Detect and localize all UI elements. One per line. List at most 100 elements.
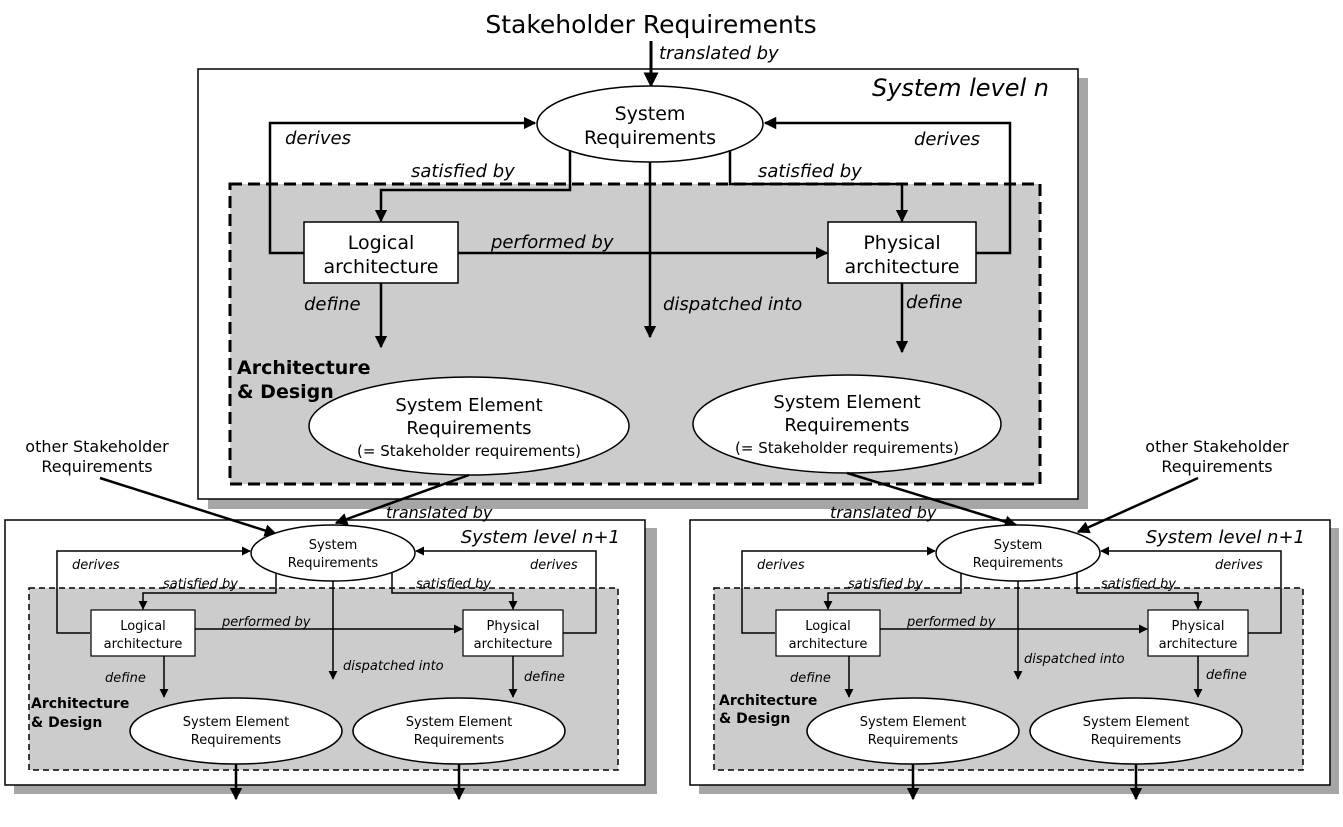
- left-logical-architecture-box: [90, 609, 196, 657]
- right-derives-right-label: derives: [1215, 558, 1263, 573]
- left-define-left-label: define: [105, 671, 146, 686]
- right-system-requirements-node: [935, 524, 1101, 582]
- left-element-a-line2: Requirements: [191, 733, 282, 748]
- left-other-stakeholder-arrow: [99, 476, 278, 537]
- right-dispatched-into-label: dispatched into: [1024, 652, 1125, 667]
- right-derives-left-label: derives: [757, 558, 805, 573]
- arch-design-label-line1: Architecture: [237, 357, 370, 379]
- left-system-requirements-line2: Requirements: [288, 556, 379, 571]
- right-logical-line1: Logical: [805, 619, 851, 634]
- translated-by-label: translated by: [659, 43, 779, 64]
- system-level-n: System level n translated by System Requ…: [197, 41, 1088, 509]
- right-element-a-line1: System Element: [860, 715, 966, 730]
- left-satisfied-by-right-label: satisfied by: [416, 577, 491, 592]
- left-other-stakeholder-line2: Requirements: [41, 457, 152, 476]
- left-level-label: System level n+1: [461, 527, 620, 548]
- right-element-a-line2: Requirements: [868, 733, 959, 748]
- left-performed-by-label: performed by: [221, 615, 311, 630]
- performed-by-label: performed by: [490, 232, 614, 253]
- left-satisfied-by-left-label: satisfied by: [163, 577, 238, 592]
- right-logical-architecture-box: [775, 609, 881, 657]
- left-satisfied-by-left-arrow: [138, 573, 277, 610]
- arch-design-label-line2: & Design: [237, 381, 334, 403]
- left-translated-by-arrow: [334, 473, 470, 526]
- define-left-label: define: [304, 294, 361, 315]
- logical-architecture-line1: Logical: [348, 232, 415, 254]
- right-element-requirements-a: [806, 697, 1020, 765]
- left-translated-by-label: translated by: [386, 503, 493, 522]
- right-derives-right-arrow: [1100, 546, 1282, 634]
- satisfied-by-right-arrow: [728, 150, 909, 223]
- physical-architecture-line2: architecture: [845, 256, 960, 278]
- diagram-title: Stakeholder Requirements: [485, 10, 816, 39]
- right-physical-line2: architecture: [1159, 637, 1238, 652]
- element-right-line1: System Element: [773, 392, 920, 413]
- dispatched-into-label: dispatched into: [663, 294, 802, 315]
- left-derives-right-label: derives: [530, 558, 578, 573]
- right-element-b-line2: Requirements: [1091, 733, 1182, 748]
- satisfied-by-right-label: satisfied by: [758, 161, 862, 182]
- right-arch-design-line1: Architecture: [719, 693, 817, 709]
- right-element-b-line1: System Element: [1083, 715, 1189, 730]
- logical-architecture-line2: architecture: [324, 256, 439, 278]
- right-physical-line1: Physical: [1172, 619, 1225, 634]
- derives-left-arrow: [268, 116, 537, 255]
- physical-architecture-box: [827, 221, 977, 284]
- element-left-line2: Requirements: [406, 418, 531, 439]
- right-system-requirements-line1: System: [994, 538, 1042, 553]
- left-arch-design-line2: & Design: [31, 715, 102, 731]
- left-element-requirements-a: [129, 697, 343, 765]
- left-physical-line2: architecture: [474, 637, 553, 652]
- satisfied-by-left-label: satisfied by: [411, 161, 515, 182]
- element-left-line1: System Element: [395, 395, 542, 416]
- left-derives-left-label: derives: [72, 558, 120, 573]
- right-translated-by-label: translated by: [830, 503, 937, 522]
- physical-architecture-line1: Physical: [863, 232, 940, 254]
- left-satisfied-by-right-arrow: [391, 573, 518, 610]
- system-requirements-line1: System: [615, 103, 686, 125]
- left-logical-line2: architecture: [104, 637, 183, 652]
- right-performed-by-label: performed by: [906, 615, 996, 630]
- right-other-stakeholder-line1: other Stakeholder: [1145, 437, 1289, 456]
- left-other-stakeholder-line1: other Stakeholder: [25, 437, 169, 456]
- left-system-requirements-line1: System: [309, 538, 357, 553]
- left-element-a-line1: System Element: [183, 715, 289, 730]
- logical-architecture-box: [303, 221, 459, 284]
- left-logical-line1: Logical: [120, 619, 166, 634]
- right-translated-by-arrow: [846, 471, 1018, 528]
- right-element-requirements-b: [1029, 697, 1243, 765]
- left-derives-left-arrow: [56, 546, 251, 634]
- left-element-requirements-b: [352, 697, 566, 765]
- right-satisfied-by-left-label: satisfied by: [848, 577, 923, 592]
- right-level-label: System level n+1: [1146, 527, 1305, 548]
- satisfied-by-left-arrow: [374, 150, 572, 223]
- define-right-label: define: [906, 292, 963, 313]
- right-define-left-label: define: [790, 671, 831, 686]
- system-requirements-line2: Requirements: [584, 127, 716, 149]
- left-dispatched-into-label: dispatched into: [343, 659, 444, 674]
- derives-right-arrow: [763, 116, 1012, 255]
- left-physical-architecture-box: [462, 609, 564, 657]
- left-element-b-line2: Requirements: [414, 733, 505, 748]
- derives-left-label: derives: [285, 128, 351, 149]
- left-derives-right-arrow: [415, 546, 597, 634]
- left-arch-design-line1: Architecture: [31, 696, 129, 712]
- right-logical-line2: architecture: [789, 637, 868, 652]
- system-level-n1-left: System level n+1 other Stakeholder Requi…: [4, 437, 657, 801]
- element-right-line2: Requirements: [784, 415, 909, 436]
- derives-right-label: derives: [914, 129, 980, 150]
- left-system-requirements-node: [250, 524, 416, 582]
- element-right-line3: (= Stakeholder requirements): [735, 439, 959, 457]
- left-element-b-line1: System Element: [406, 715, 512, 730]
- right-satisfied-by-left-arrow: [823, 573, 962, 610]
- right-system-requirements-line2: Requirements: [973, 556, 1064, 571]
- right-physical-architecture-box: [1147, 609, 1249, 657]
- element-left-line3: (= Stakeholder requirements): [357, 442, 581, 460]
- right-satisfied-by-right-label: satisfied by: [1101, 577, 1176, 592]
- right-other-stakeholder-arrow: [1076, 476, 1199, 534]
- left-physical-line1: Physical: [487, 619, 540, 634]
- left-define-right-label: define: [524, 670, 565, 685]
- system-level-n1-right: System level n+1 other Stakeholder Requi…: [689, 437, 1339, 801]
- right-other-stakeholder-line2: Requirements: [1161, 457, 1272, 476]
